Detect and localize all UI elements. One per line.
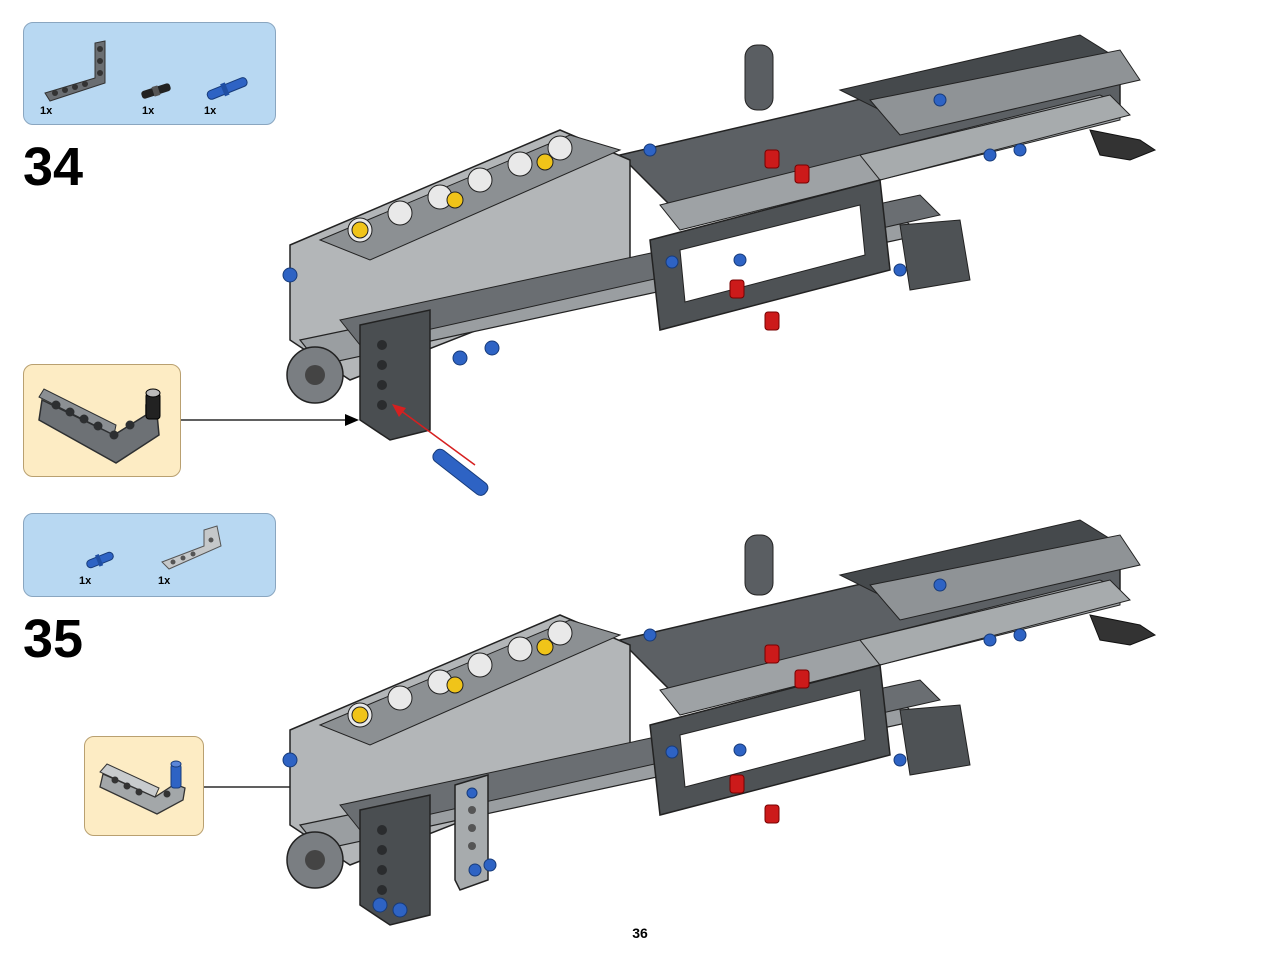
step-34-parts-list: 1x 1x 1x [23,22,276,125]
step-35-parts-list: 1x 1x [23,513,276,597]
step-35-callout [84,736,204,836]
page-number: 36 [632,925,648,941]
step-number: 34 [23,137,84,197]
step-number: 35 [23,609,84,669]
light-grey-beam-with-blue-pin-icon [99,760,186,815]
part-qty: 1x [204,105,217,117]
l-beam-with-pin-icon [38,388,161,464]
l-beam-3x5-dark-grey-icon [44,40,106,102]
blue-pin-icon [86,551,114,569]
callout-arrow [181,414,359,426]
part-qty: 1x [142,105,155,117]
part-qty: 1x [158,575,171,587]
black-axle-pin-icon [141,83,171,99]
chassis-assembly-step-34 [282,34,1157,496]
part-qty: 1x [40,105,53,117]
light-grey-l-beam-icon [161,525,222,570]
chassis-assembly-step-35 [282,519,1157,926]
step-34-callout [23,364,181,477]
part-qty: 1x [79,575,92,587]
blue-long-pin-icon [206,77,248,100]
